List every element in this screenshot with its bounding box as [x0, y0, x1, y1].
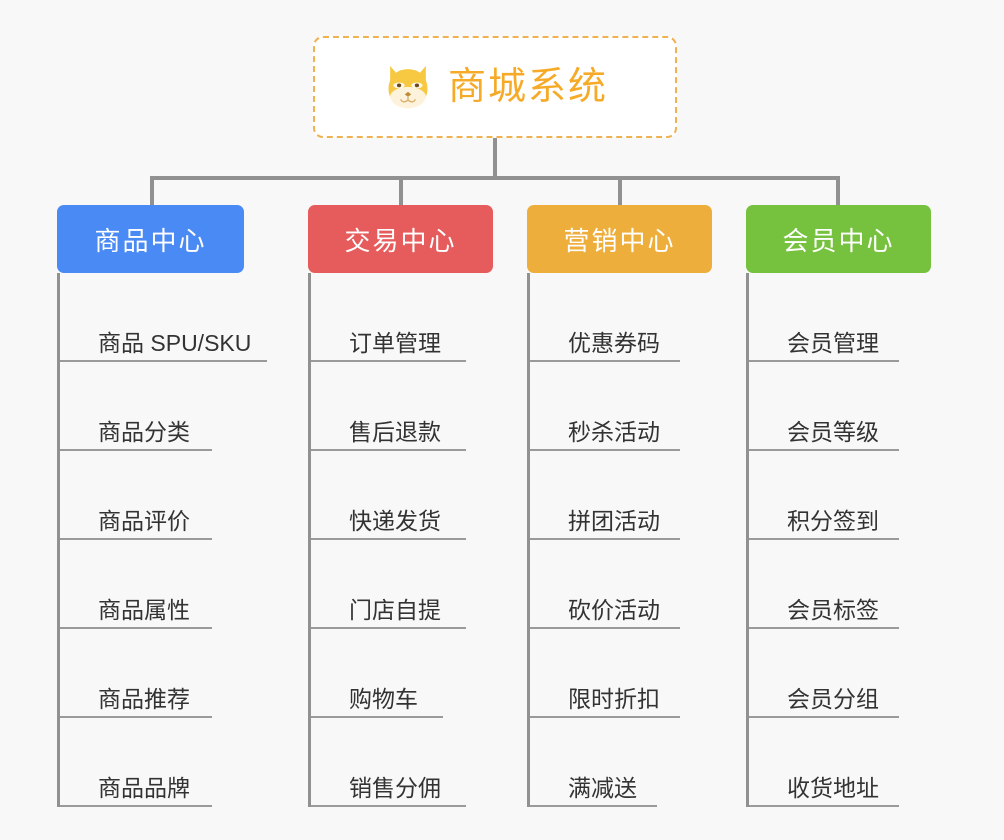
list-item-underline [530, 449, 680, 451]
list-item-underline [749, 627, 899, 629]
list-item-underline [749, 716, 899, 718]
root-node-title: 商城系统 [447, 66, 608, 108]
list-item-label: 满减送 [568, 774, 637, 801]
list-item[interactable]: 限时折扣 [530, 629, 712, 718]
branch-list-member-center: 会员管理 会员等级 积分签到 会员标签 会员分组 收货地址 [746, 273, 931, 807]
branch-list-marketing-center: 优惠券码 秒杀活动 拼团活动 砍价活动 限时折扣 满减送 [527, 273, 712, 807]
list-item[interactable]: 商品推荐 [60, 629, 244, 718]
list-item-underline [749, 360, 899, 362]
list-item-label: 购物车 [349, 685, 418, 712]
list-item[interactable]: 快递发货 [311, 451, 493, 540]
list-item-underline [749, 805, 899, 807]
column-member-center: 会员中心 会员管理 会员等级 积分签到 会员标签 会员分组 [746, 205, 931, 807]
list-item-label: 商品属性 [98, 596, 190, 623]
list-item-label: 会员分组 [787, 685, 879, 712]
list-item-label: 销售分佣 [349, 774, 441, 801]
list-item-label: 门店自提 [349, 596, 441, 623]
list-item-underline [60, 360, 267, 362]
list-item-label: 积分签到 [787, 507, 879, 534]
list-item[interactable]: 商品 SPU/SKU [60, 273, 267, 362]
list-item-label: 商品品牌 [98, 774, 190, 801]
list-item-label: 限时折扣 [568, 685, 660, 712]
category-header-marketing-center[interactable]: 营销中心 [527, 205, 712, 273]
connector-drop-1 [150, 176, 154, 206]
list-item-underline [311, 805, 466, 807]
list-item-underline [60, 627, 212, 629]
list-item-label: 优惠券码 [568, 329, 660, 356]
list-item[interactable]: 商品属性 [60, 540, 244, 629]
list-item-label: 订单管理 [349, 329, 441, 356]
list-item-label: 售后退款 [349, 418, 441, 445]
list-item[interactable]: 秒杀活动 [530, 362, 712, 451]
branch-list-trade-center: 订单管理 售后退款 快递发货 门店自提 购物车 销售分佣 [308, 273, 493, 807]
list-item[interactable]: 优惠券码 [530, 273, 712, 362]
list-item-label: 会员标签 [787, 596, 879, 623]
column-trade-center: 交易中心 订单管理 售后退款 快递发货 门店自提 购物车 [308, 205, 493, 807]
list-item-underline [530, 627, 680, 629]
root-node-mall-system[interactable]: 商城系统 [313, 36, 677, 138]
branch-list-product-center: 商品 SPU/SKU 商品分类 商品评价 商品属性 商品推荐 商品品牌 [57, 273, 267, 807]
list-item[interactable]: 会员管理 [749, 273, 931, 362]
category-header-label: 商品中心 [94, 225, 207, 256]
category-header-label: 营销中心 [563, 225, 676, 256]
column-product-center: 商品中心 商品 SPU/SKU 商品分类 商品评价 商品属性 商品推荐 [57, 205, 267, 807]
list-item[interactable]: 满减送 [530, 718, 712, 807]
list-item[interactable]: 积分签到 [749, 451, 931, 540]
list-item-label: 秒杀活动 [568, 418, 660, 445]
list-item-label: 商品推荐 [98, 685, 190, 712]
list-item[interactable]: 拼团活动 [530, 451, 712, 540]
connector-root-stem [493, 138, 497, 180]
list-item-label: 快递发货 [349, 507, 441, 534]
list-item-underline [530, 538, 680, 540]
connector-drop-4 [836, 176, 840, 206]
list-item-underline [530, 360, 680, 362]
list-item-label: 会员管理 [787, 329, 879, 356]
list-item[interactable]: 商品品牌 [60, 718, 244, 807]
list-item[interactable]: 购物车 [311, 629, 493, 718]
list-item-label: 砍价活动 [568, 596, 660, 623]
list-item[interactable]: 商品分类 [60, 362, 244, 451]
list-item-underline [60, 805, 212, 807]
list-item-underline [311, 716, 443, 718]
list-item-underline [311, 538, 466, 540]
list-item[interactable]: 门店自提 [311, 540, 493, 629]
list-item-underline [60, 449, 212, 451]
list-item-underline [530, 805, 657, 807]
column-marketing-center: 营销中心 优惠券码 秒杀活动 拼团活动 砍价活动 限时折扣 [527, 205, 712, 807]
list-item[interactable]: 销售分佣 [311, 718, 493, 807]
list-item-label: 会员等级 [787, 418, 879, 445]
list-item-underline [311, 627, 466, 629]
list-item[interactable]: 会员等级 [749, 362, 931, 451]
category-header-trade-center[interactable]: 交易中心 [308, 205, 493, 273]
list-item-underline [311, 449, 466, 451]
list-item[interactable]: 订单管理 [311, 273, 493, 362]
category-header-product-center[interactable]: 商品中心 [57, 205, 244, 273]
list-item[interactable]: 收货地址 [749, 718, 931, 807]
list-item-underline [311, 360, 466, 362]
list-item-underline [749, 449, 899, 451]
category-header-label: 会员中心 [782, 225, 895, 256]
list-item-label: 拼团活动 [568, 507, 660, 534]
list-item-underline [530, 716, 680, 718]
category-header-member-center[interactable]: 会员中心 [746, 205, 931, 273]
list-item-underline [60, 538, 212, 540]
list-item[interactable]: 售后退款 [311, 362, 493, 451]
connector-drop-2 [399, 176, 403, 206]
list-item-label: 商品评价 [98, 507, 190, 534]
shiba-dog-icon [388, 65, 428, 109]
list-item[interactable]: 会员分组 [749, 629, 931, 718]
list-item-label: 商品 SPU/SKU [98, 329, 252, 356]
list-item-label: 商品分类 [98, 418, 190, 445]
category-header-label: 交易中心 [344, 225, 457, 256]
list-item[interactable]: 会员标签 [749, 540, 931, 629]
list-item[interactable]: 商品评价 [60, 451, 244, 540]
list-item-label: 收货地址 [787, 774, 879, 801]
list-item[interactable]: 砍价活动 [530, 540, 712, 629]
list-item-underline [60, 716, 212, 718]
connector-drop-3 [618, 176, 622, 206]
connector-horizontal-bar [150, 176, 840, 180]
list-item-underline [749, 538, 899, 540]
